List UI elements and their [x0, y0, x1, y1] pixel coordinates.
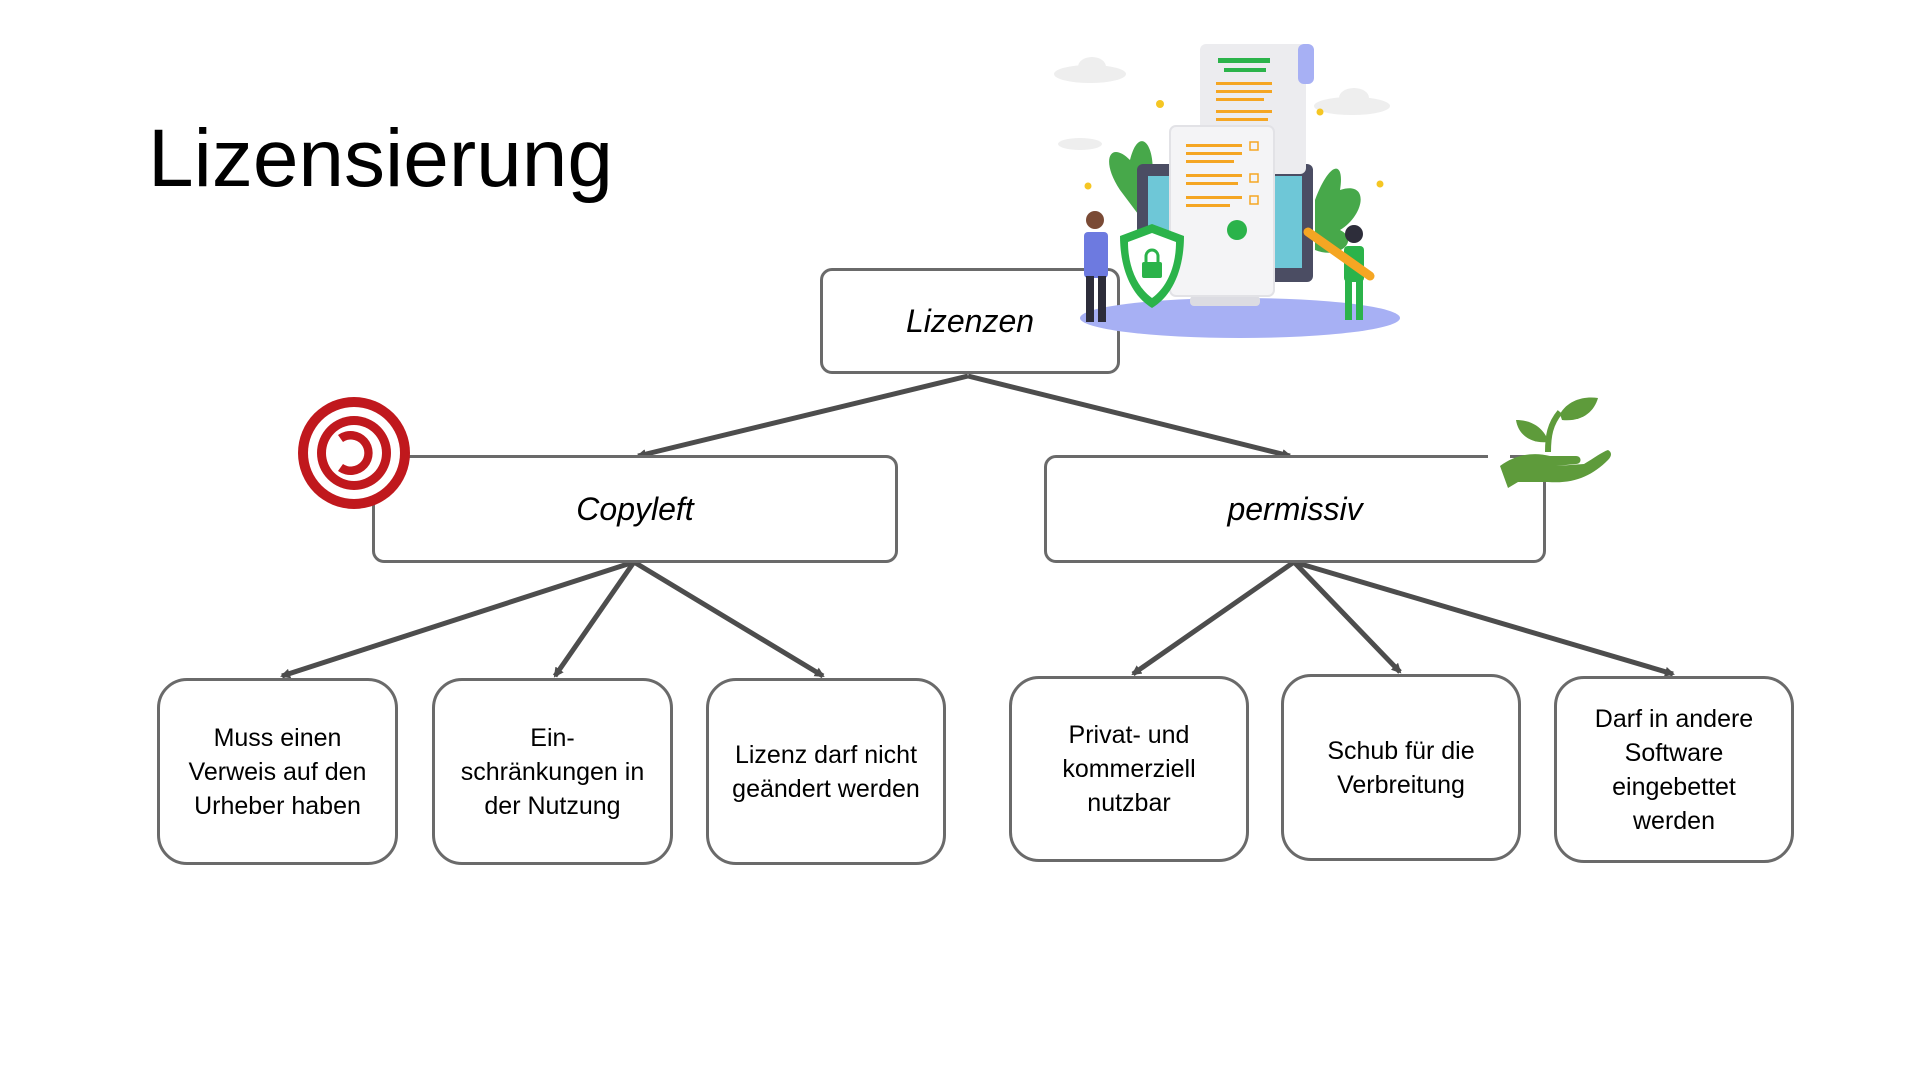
arrow-copyleft-leaf-3 [632, 559, 825, 679]
leaf-label: Lizenz darf nicht geändert werden [732, 740, 920, 803]
slide-title: Lizensierung [148, 113, 613, 204]
arrow-root-permissiv [967, 373, 1292, 459]
branch-copyleft: Copyleft [372, 455, 898, 563]
leaf-copyleft-2: Ein- schränkungen in der Nutzung [432, 678, 673, 865]
arrow-permissiv-leaf-3 [1293, 559, 1675, 677]
leaf-label: Schub für die Verbreitung [1327, 736, 1475, 799]
leaf-permissiv-2: Schub für die Verbreitung [1281, 674, 1521, 861]
root-node: Lizenzen [820, 268, 1120, 374]
leaf-label: Privat- und kommerziell nutzbar [1062, 721, 1196, 817]
license-document-illustration [1054, 44, 1400, 338]
leaf-copyleft-3: Lizenz darf nicht geändert werden [706, 678, 946, 865]
leaf-label: Darf in andere Software eingebettet werd… [1594, 704, 1754, 835]
arrow-copyleft-leaf-1 [280, 559, 635, 679]
root-label: Lizenzen [905, 302, 1035, 339]
copyleft-icon [298, 397, 414, 509]
branch-copyleft-label: Copyleft [576, 490, 694, 527]
branch-permissiv-label: permissiv [1227, 490, 1363, 527]
branch-permissiv: permissiv [1044, 455, 1546, 563]
leaf-label: Ein- schränkungen in der Nutzung [460, 723, 645, 820]
arrow-permissiv-leaf-1 [1131, 559, 1296, 677]
leaf-permissiv-3: Darf in andere Software eingebettet werd… [1554, 676, 1794, 863]
arrow-permissiv-leaf-2 [1292, 560, 1402, 674]
arrow-copyleft-leaf-2 [552, 560, 637, 678]
arrow-root-copyleft [636, 373, 969, 459]
leaf-permissiv-1: Privat- und kommerziell nutzbar [1009, 676, 1249, 862]
plant-in-hand-icon [1488, 397, 1611, 488]
leaf-label: Muss einen Verweis auf den Urheber haben [188, 723, 367, 820]
leaf-copyleft-1: Muss einen Verweis auf den Urheber haben [157, 678, 398, 865]
